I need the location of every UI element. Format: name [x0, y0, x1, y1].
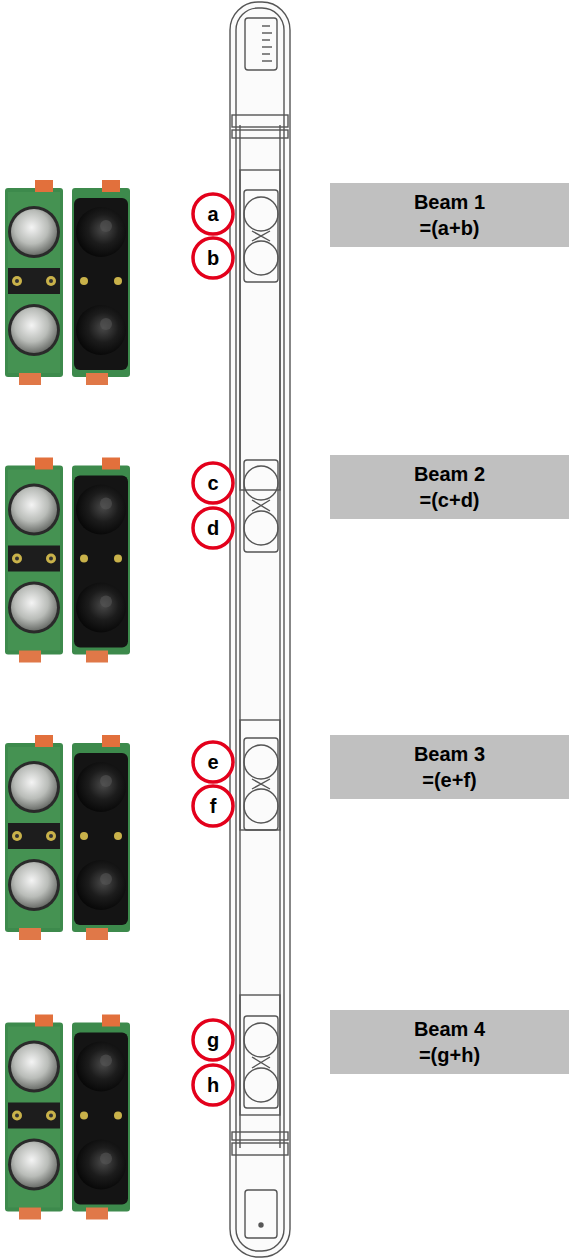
callout-letter: h	[207, 1075, 219, 1095]
beam-label-box: Beam 3=(e+f)	[330, 735, 569, 799]
beam-name: Beam 4	[338, 1016, 561, 1042]
callout-circle: a	[191, 192, 235, 236]
beam-name: Beam 1	[338, 189, 561, 215]
callout-circle: c	[191, 461, 235, 505]
beam-formula: =(a+b)	[338, 215, 561, 241]
callout-circle: h	[191, 1063, 235, 1107]
callout-letter: b	[207, 248, 219, 268]
beam-formula: =(g+h)	[338, 1042, 561, 1068]
callout-letter: c	[207, 473, 218, 493]
callout-circle: b	[191, 236, 235, 280]
callout-letter: a	[207, 204, 218, 224]
beam-name: Beam 2	[338, 461, 561, 487]
callout-circle: d	[191, 506, 235, 550]
beam-label-box: Beam 4=(g+h)	[330, 1010, 569, 1074]
beam-formula: =(e+f)	[338, 767, 561, 793]
callout-letter: d	[207, 518, 219, 538]
beam-formula: =(c+d)	[338, 487, 561, 513]
callout-circle: g	[191, 1018, 235, 1062]
beam-name: Beam 3	[338, 741, 561, 767]
callout-letter: g	[207, 1030, 219, 1050]
callout-letter: e	[207, 752, 218, 772]
callout-circle: e	[191, 740, 235, 784]
callout-letter: f	[210, 796, 217, 816]
callout-circle: f	[191, 784, 235, 828]
beam-label-box: Beam 1=(a+b)	[330, 183, 569, 247]
beam-label-box: Beam 2=(c+d)	[330, 455, 569, 519]
